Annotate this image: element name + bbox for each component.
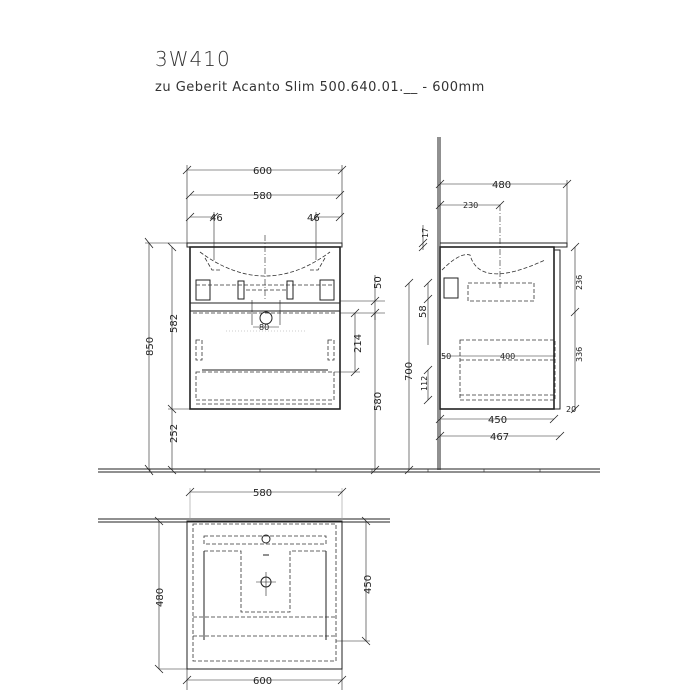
floor-line-upper (98, 468, 600, 473)
dim-top-600: 600 (253, 676, 272, 687)
dim-side-20: 20 (566, 405, 576, 414)
dim-side-230: 230 (463, 201, 478, 210)
side-view (437, 137, 568, 470)
dim-side-112: 112 (420, 376, 429, 391)
side-dimensions (404, 179, 580, 475)
dim-front-46-left: 46 (210, 213, 223, 224)
dim-front-580-right: 580 (373, 392, 384, 411)
dim-side-400: 400 (500, 352, 515, 361)
dim-top-580: 580 (253, 488, 272, 499)
dim-front-580: 580 (253, 191, 272, 202)
dim-front-600: 600 (253, 166, 272, 177)
dim-side-50: 50 (441, 352, 451, 361)
model-number: 3W410 (155, 47, 231, 71)
dim-side-480: 480 (492, 180, 511, 191)
dim-side-700: 700 (404, 362, 415, 381)
dim-side-58: 58 (418, 305, 429, 318)
dim-front-50: 50 (373, 276, 384, 289)
dim-front-46-right: 46 (307, 213, 320, 224)
dim-top-480: 480 (155, 588, 166, 607)
dim-side-467: 467 (490, 432, 509, 443)
wall-line-lower (98, 518, 390, 523)
dim-side-17: 17 (421, 228, 430, 238)
top-outline (186, 520, 343, 670)
dim-front-850: 850 (145, 337, 156, 356)
dim-side-236: 236 (575, 275, 584, 290)
front-view (186, 235, 343, 410)
dim-front-80: 80 (259, 323, 269, 332)
dim-front-214: 214 (353, 334, 364, 353)
dim-front-582: 582 (169, 314, 180, 333)
dim-side-336: 336 (575, 347, 584, 362)
dim-front-252: 252 (169, 424, 180, 443)
top-view (154, 487, 371, 690)
dim-side-450: 450 (488, 415, 507, 426)
front-dimensions (144, 165, 385, 476)
model-description: zu Geberit Acanto Slim 500.640.01.__ - 6… (155, 80, 485, 95)
dim-top-450: 450 (363, 575, 374, 594)
